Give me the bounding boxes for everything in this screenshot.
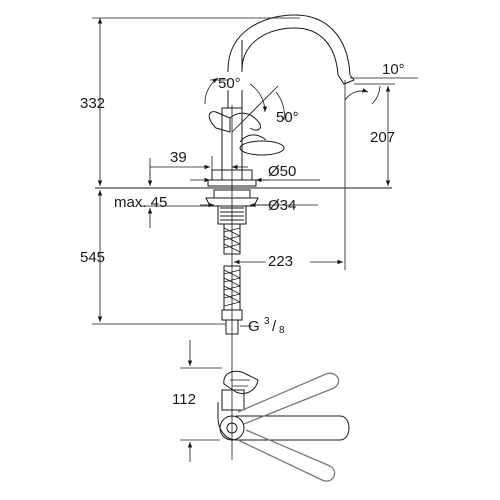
label-thread-g: G: [248, 318, 260, 335]
thread-slash: /: [272, 318, 277, 335]
label-50-deg-a: 50°: [218, 75, 241, 92]
label-thread-den: 8: [279, 325, 285, 336]
dim-545: 545: [80, 190, 226, 325]
dim-39: 39: [149, 149, 248, 176]
dim-112: 112: [172, 340, 222, 462]
label-d50: Ø50: [268, 163, 296, 180]
label-545: 545: [80, 249, 105, 266]
dim-max45: max. 45: [114, 172, 210, 228]
dim-223: 223: [234, 110, 346, 270]
dim-207: 207: [354, 83, 395, 186]
dim-d34: Ø34: [200, 197, 318, 214]
dim-332: 332: [80, 17, 300, 186]
label-207: 207: [370, 129, 395, 146]
dim-10-deg: 10°: [344, 61, 418, 110]
thread-label: G 3 / 8: [240, 316, 285, 336]
label-thread-num: 3: [264, 316, 270, 327]
label-39: 39: [170, 149, 187, 166]
dim-d50: Ø50: [190, 163, 320, 183]
label-112: 112: [172, 391, 196, 408]
label-10-deg: 10°: [382, 61, 405, 78]
label-223: 223: [268, 253, 293, 270]
label-max45: max. 45: [114, 194, 167, 211]
label-332: 332: [80, 95, 105, 112]
faucet-side-view: [95, 14, 392, 340]
label-d34: Ø34: [268, 197, 296, 214]
faucet-top-view: [217, 340, 350, 482]
label-50-deg-b: 50°: [276, 109, 299, 126]
dim-lever-angles: 50° 50°: [204, 72, 299, 133]
